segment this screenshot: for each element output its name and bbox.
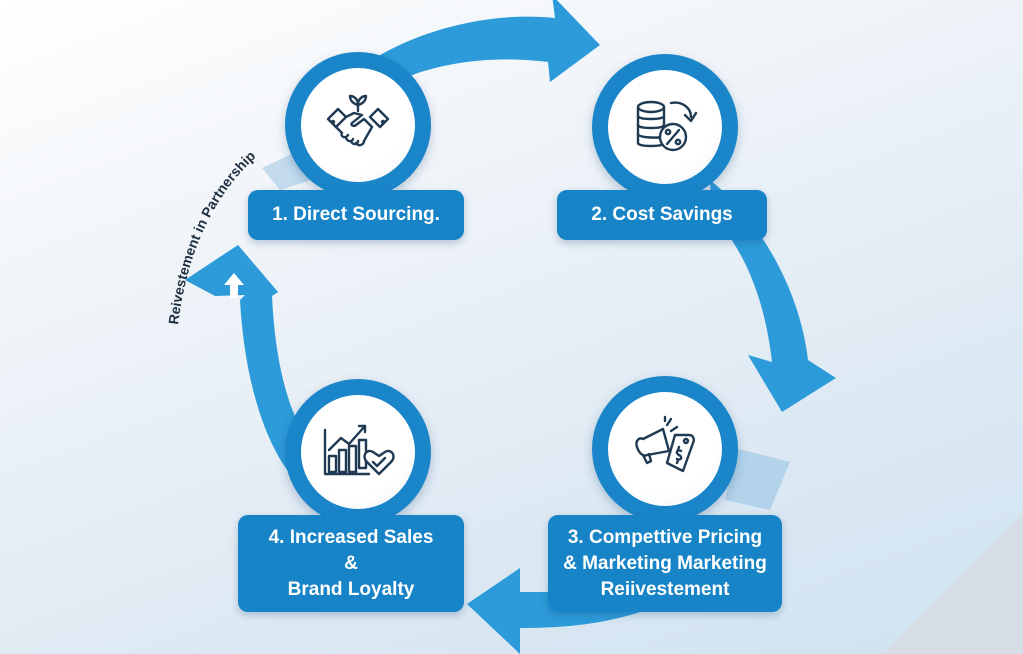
step-3-line-2: & Marketing Marketing (563, 552, 767, 574)
node-increased-sales (285, 379, 431, 525)
node-cost-savings (592, 54, 738, 200)
step-3-line-3: Reiivestement (600, 578, 730, 600)
node-inner (301, 395, 415, 509)
node-inner (608, 392, 722, 506)
svg-text:Reivestement in Partnership: Reivestement in Partnership (165, 147, 258, 325)
step-1-line-1: 1. Direct Sourcing. (272, 204, 440, 225)
step-label-3: 3. Compettive Pricing & Marketing Market… (548, 515, 782, 612)
step-label-1: 1. Direct Sourcing. (248, 190, 464, 240)
step-4-line-2: & (344, 552, 358, 574)
node-competitive-pricing (592, 376, 738, 522)
coins-percent-icon (636, 100, 698, 152)
up-arrow-icon (224, 273, 244, 298)
arrow-top (375, 0, 600, 82)
step-4-line-3: Brand Loyalty (287, 578, 415, 600)
megaphone-price-tag-icon (635, 415, 695, 473)
node-direct-sourcing (285, 52, 431, 198)
step-label-2: 2. Cost Savings (557, 190, 767, 240)
node-inner (301, 68, 415, 182)
step-2-line-1: 2. Cost Savings (591, 204, 733, 225)
curved-label: Reivestement in Partnership (165, 147, 258, 325)
handshake-icon (326, 94, 390, 147)
step-4-line-1: 4. Increased Sales (268, 526, 434, 548)
node-inner (608, 70, 722, 184)
background-corner (883, 514, 1023, 654)
step-label-4: 4. Increased Sales & Brand Loyalty (238, 515, 464, 612)
step-3-line-1: 3. Compettive Pricing (567, 526, 763, 548)
faint-band-3 (725, 448, 790, 510)
growth-chart-heart-icon (323, 424, 395, 476)
